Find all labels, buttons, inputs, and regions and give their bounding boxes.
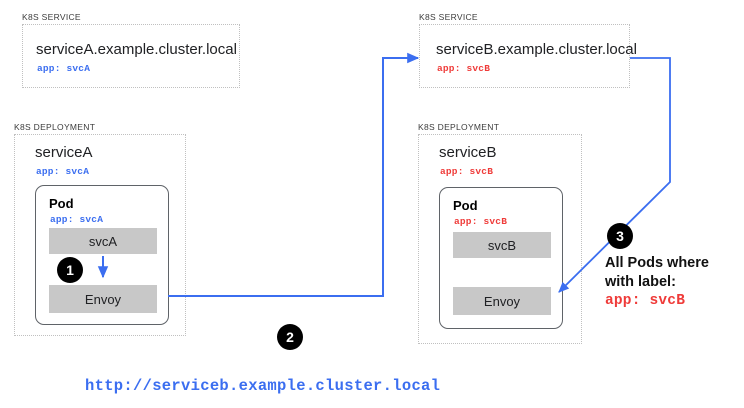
deployment-a-label: app: svcA	[36, 166, 90, 177]
badge-step-2: 2	[277, 324, 303, 350]
badge-step-3: 3	[607, 223, 633, 249]
pod-a-card: Pod app: svcA svcA Envoy	[35, 185, 169, 325]
deployment-a-title: serviceA	[35, 144, 93, 161]
deployment-a-box: serviceA app: svcA Pod app: svcA svcA En…	[14, 134, 186, 336]
annotation-line-1: All Pods where	[605, 255, 709, 271]
deployment-a-group-label: K8S DEPLOYMENT	[14, 122, 96, 132]
service-a-label: app: svcA	[37, 63, 91, 74]
pod-b-label: app: svcB	[454, 216, 508, 227]
deployment-b-box: serviceB app: svcB Pod app: svcB svcB En…	[418, 134, 582, 344]
service-b-label: app: svcB	[437, 63, 491, 74]
pod-a-container-envoy: Envoy	[49, 285, 157, 313]
service-a-title: serviceA.example.cluster.local	[36, 41, 237, 58]
pod-a-container-svca: svcA	[49, 228, 157, 254]
deployment-b-label: app: svcB	[440, 166, 494, 177]
service-b-group-label: K8S SERVICE	[419, 12, 478, 22]
pod-a-label: app: svcA	[50, 214, 104, 225]
annotation-line-2: with label:	[605, 274, 676, 290]
pod-a-title: Pod	[49, 196, 74, 211]
pod-b-title: Pod	[453, 198, 478, 213]
pod-b-container-svcb: svcB	[453, 232, 551, 258]
badge-step-1: 1	[57, 257, 83, 283]
service-a-box: serviceA.example.cluster.local app: svcA	[22, 24, 240, 88]
pod-b-card: Pod app: svcB svcB Envoy	[439, 187, 563, 329]
deployment-b-group-label: K8S DEPLOYMENT	[418, 122, 500, 132]
pod-b-container-envoy: Envoy	[453, 287, 551, 315]
annotation-all-pods: All Pods where with label: app: svcB	[605, 254, 709, 311]
arrow-envoy-to-serviceb	[168, 52, 420, 297]
deployment-b-title: serviceB	[439, 144, 497, 161]
service-b-title: serviceB.example.cluster.local	[436, 41, 637, 58]
service-a-group-label: K8S SERVICE	[22, 12, 81, 22]
service-b-box: serviceB.example.cluster.local app: svcB	[419, 24, 637, 88]
annotation-line-3-label: app: svcB	[605, 293, 686, 309]
target-url-text: http://serviceb.example.cluster.local	[85, 377, 441, 395]
